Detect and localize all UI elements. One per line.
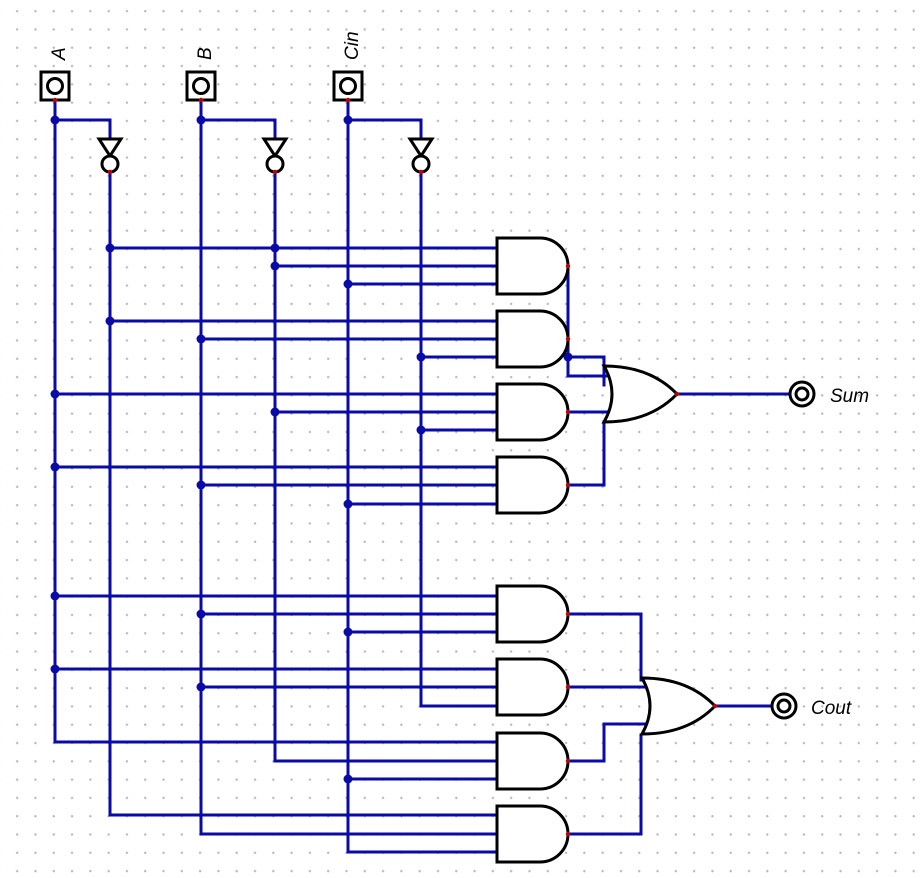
or-gate-cout [639,676,718,736]
output-label-sum: Sum [830,386,869,407]
and-gate-1 [495,236,570,296]
and-gate-8 [495,804,570,864]
input-pin-a[interactable]: A [39,47,71,102]
wire-cin-to-not [346,118,423,140]
input-label-a: A [49,47,70,61]
wire-b-to-not [199,118,277,140]
and-gate-7 [495,731,570,791]
wires [53,98,792,854]
not-gate-a [96,137,124,174]
output-pin-cout[interactable]: Cout [770,692,852,720]
and-gate-3 [495,382,570,442]
input-pin-b[interactable]: B [185,47,217,102]
input-label-cin: Cin [342,31,363,60]
not-gates [96,137,435,174]
output-label-cout: Cout [811,698,852,719]
not-gate-cin [407,137,435,174]
wire-a-to-not [53,118,112,140]
pin-dots [52,97,718,837]
and-gate-2 [495,309,570,369]
output-pin-sum[interactable]: Sum [788,380,869,408]
output-pins: Sum Cout [770,380,869,720]
or-gates [601,364,718,736]
not-gate-b [261,137,289,174]
and-gates [495,236,570,864]
and-gate-4 [495,455,570,515]
and-gate-5 [495,584,570,644]
input-pin-cin[interactable]: Cin [332,31,364,102]
wire-junctions [50,115,573,784]
or-gate-sum [601,364,680,424]
and-gate-6 [495,657,570,717]
input-pins: A B Cin [39,31,364,102]
input-label-b: B [195,47,216,60]
